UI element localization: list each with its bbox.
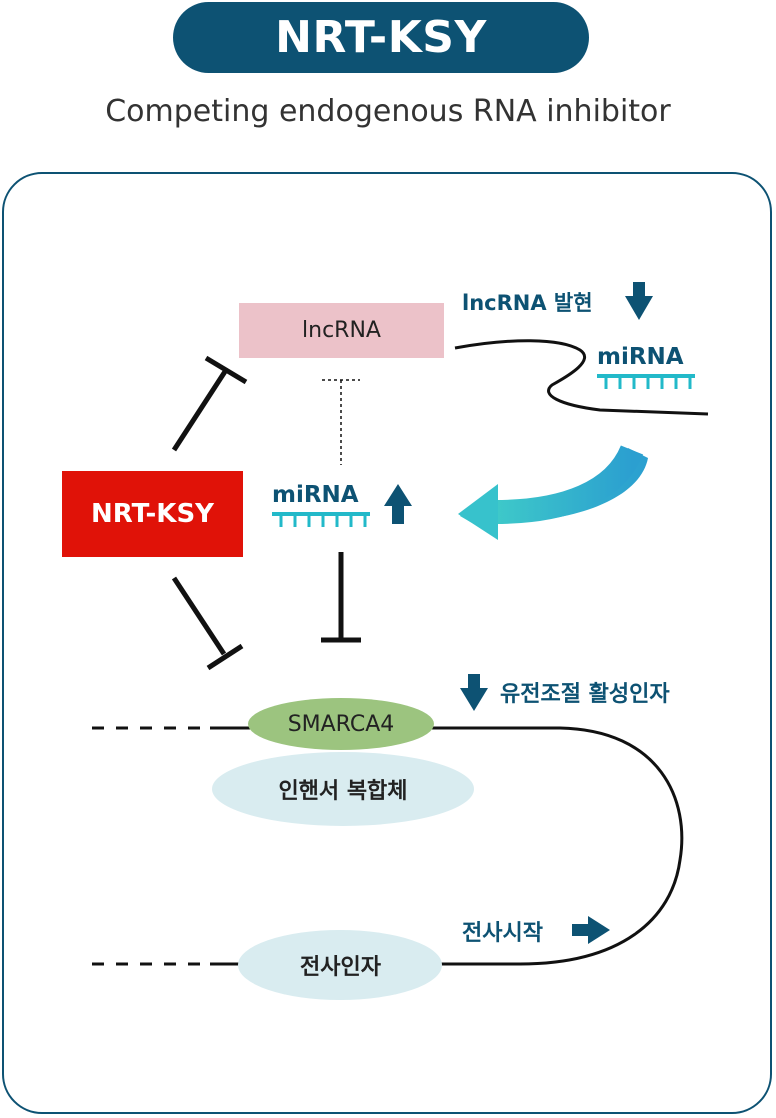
curved-arrow-head xyxy=(458,484,498,540)
dna-strand xyxy=(92,726,684,966)
smarca4-label: SMARCA4 xyxy=(287,711,395,737)
diagram-frame xyxy=(2,172,772,1114)
enhancer-complex-label: 인핸서 복합체 xyxy=(278,779,408,804)
lncrna-strand xyxy=(454,339,709,416)
mirna-comb-right xyxy=(597,374,695,389)
mirna-comb-center xyxy=(272,512,370,527)
dotted-interaction xyxy=(322,379,360,465)
mirna-bound-label: miRNA xyxy=(597,344,684,370)
lncrna-box: lncRNA xyxy=(239,303,444,358)
arrow-down-activator-icon xyxy=(460,674,488,711)
nrt-ksy-box-label: NRT-KSY xyxy=(90,499,215,529)
arrow-down-icon xyxy=(625,282,653,320)
enhancer-complex-shape xyxy=(212,752,474,826)
smarca4-shape xyxy=(248,698,434,750)
mirna-center-label: miRNA xyxy=(272,482,359,508)
page-subtitle: Competing endogenous RNA inhibitor xyxy=(105,94,671,129)
inhibit-nrt-smarca4 xyxy=(171,576,244,671)
arrow-right-icon xyxy=(572,916,610,944)
tf-activator-label: 유전조절 활성인자 xyxy=(500,682,670,707)
transcription-factor-shape xyxy=(238,930,442,1000)
transcription-factor-label: 전사인자 xyxy=(300,955,381,980)
nrt-ksy-box: NRT-KSY xyxy=(62,471,243,557)
title-badge: NRT-KSY xyxy=(173,2,589,73)
lncrna-expression-label: lncRNA 발현 xyxy=(462,291,593,315)
page-title: NRT-KSY xyxy=(275,12,487,63)
curved-arrow-body xyxy=(494,444,644,524)
transcription-start-label: 전사시작 xyxy=(462,921,543,946)
inhibit-nrt-lncrna xyxy=(171,355,248,452)
arrow-up-icon xyxy=(384,484,412,524)
inhibit-mirna-smarca4 xyxy=(321,552,361,643)
lncrna-box-label: lncRNA xyxy=(302,318,381,343)
